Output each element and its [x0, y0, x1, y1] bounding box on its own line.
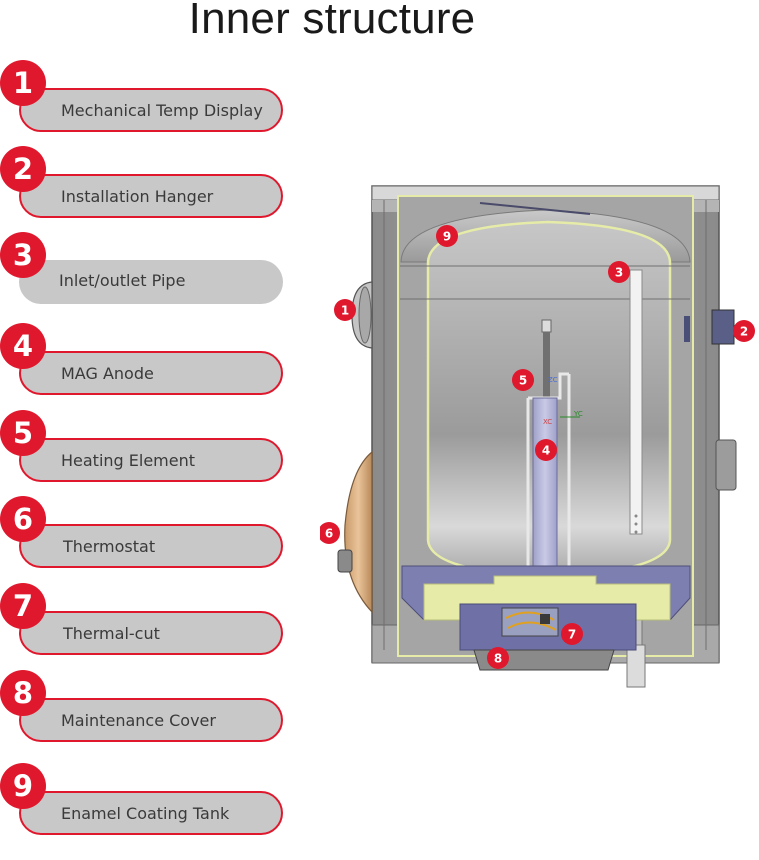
- inlet-outlet-pipe: [626, 269, 646, 688]
- svg-text:3: 3: [615, 266, 623, 280]
- legend-item-enamel-coating-tank: Enamel Coating Tank 9: [0, 763, 290, 835]
- mechanical-temp-display: [351, 281, 373, 349]
- svg-text:2: 2: [740, 325, 748, 339]
- legend-number-badge: 3: [0, 232, 46, 278]
- legend-label: Mechanical Temp Display: [61, 101, 263, 120]
- legend-number-badge: 2: [0, 146, 46, 192]
- legend-item-inlet-outlet-pipe: Inlet/outlet Pipe 3: [0, 232, 290, 304]
- svg-text:ZC: ZC: [548, 376, 558, 384]
- legend-number-badge: 9: [0, 763, 46, 809]
- legend-label: Maintenance Cover: [61, 711, 216, 730]
- legend-item-thermostat: Thermostat 6: [0, 496, 290, 568]
- water-heater-cutaway-diagram: ZC YC XC 1 2 3 4 5 6 7 8 9: [320, 185, 755, 688]
- legend-label: MAG Anode: [61, 364, 154, 383]
- maintenance-cover: [473, 649, 615, 671]
- legend-pill: Mechanical Temp Display: [19, 88, 283, 132]
- thermal-cut: [501, 607, 559, 637]
- legend-number-badge: 6: [0, 496, 46, 542]
- svg-text:4: 4: [542, 444, 550, 458]
- legend-item-temp-display: Mechanical Temp Display 1: [0, 60, 290, 132]
- legend-pill: Enamel Coating Tank: [19, 791, 283, 835]
- legend-pill: Thermostat: [19, 524, 283, 568]
- mag-anode-and-heating-element: ZC YC XC: [526, 319, 583, 569]
- svg-text:7: 7: [568, 628, 576, 642]
- legend-label: Installation Hanger: [61, 187, 214, 206]
- page-title: Inner structure: [188, 0, 476, 43]
- legend-item-maintenance-cover: Maintenance Cover 8: [0, 670, 290, 742]
- svg-text:1: 1: [341, 304, 349, 318]
- svg-text:YC: YC: [573, 410, 583, 418]
- callout-6: 6: [320, 522, 340, 544]
- legend-pill: MAG Anode: [19, 351, 283, 395]
- legend-item-installation-hanger: Installation Hanger 2: [0, 146, 290, 218]
- legend-number-badge: 5: [0, 410, 46, 456]
- callout-3: 3: [608, 261, 630, 283]
- thermostat: [337, 450, 373, 614]
- svg-text:8: 8: [494, 652, 502, 666]
- legend-number-badge: 1: [0, 60, 46, 106]
- svg-text:5: 5: [519, 374, 527, 388]
- legend-label: Thermal-cut: [63, 624, 160, 643]
- callout-5: 5: [512, 369, 534, 391]
- legend-label: Inlet/outlet Pipe: [59, 271, 186, 290]
- side-port: [715, 439, 737, 491]
- svg-text:XC: XC: [543, 418, 552, 426]
- legend-label: Enamel Coating Tank: [61, 804, 230, 823]
- callout-4: 4: [535, 439, 557, 461]
- legend-item-heating-element: Heating Element 5: [0, 410, 290, 482]
- callout-8: 8: [487, 647, 509, 669]
- legend-pill: Inlet/outlet Pipe: [19, 260, 283, 304]
- legend-label: Heating Element: [61, 451, 196, 470]
- legend-pill: Maintenance Cover: [19, 698, 283, 742]
- legend-pill: Heating Element: [19, 438, 283, 482]
- svg-text:6: 6: [325, 527, 333, 541]
- legend-number-badge: 4: [0, 323, 46, 369]
- legend-number-badge: 8: [0, 670, 46, 716]
- svg-text:9: 9: [443, 230, 451, 244]
- legend-label: Thermostat: [63, 537, 156, 556]
- legend-item-thermal-cut: Thermal-cut 7: [0, 583, 290, 655]
- callout-2: 2: [733, 320, 755, 342]
- legend-pill: Thermal-cut: [19, 611, 283, 655]
- callout-1: 1: [334, 299, 356, 321]
- legend-item-mag-anode: MAG Anode 4: [0, 323, 290, 395]
- callout-9: 9: [436, 225, 458, 247]
- callout-7: 7: [561, 623, 583, 645]
- legend-number-badge: 7: [0, 583, 46, 629]
- legend-pill: Installation Hanger: [19, 174, 283, 218]
